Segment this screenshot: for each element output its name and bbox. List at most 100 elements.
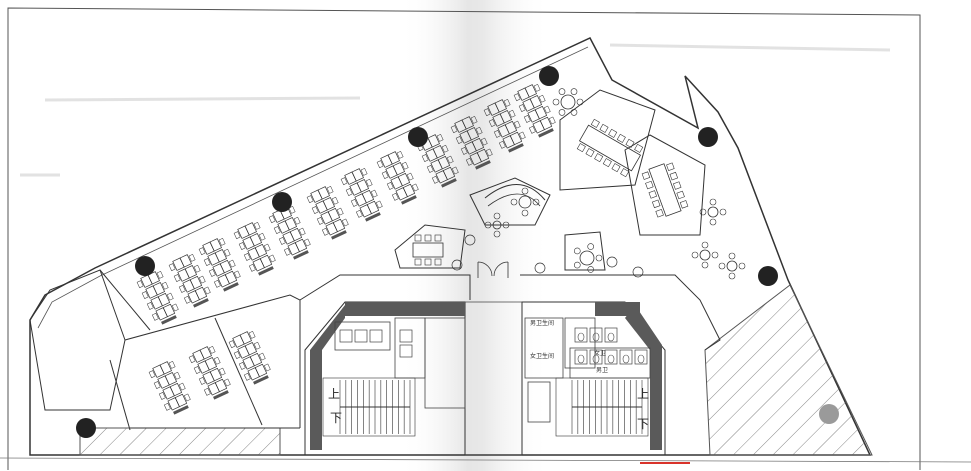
desk-cluster (450, 115, 493, 170)
chair (223, 378, 231, 387)
chair (421, 154, 429, 162)
chair (228, 340, 236, 349)
desk (461, 116, 474, 130)
chair (293, 216, 301, 225)
chair (183, 295, 191, 304)
chair (485, 148, 493, 157)
chair (248, 330, 256, 339)
desk-cluster (168, 253, 211, 308)
desk-cabinet (475, 160, 491, 170)
desk (476, 148, 490, 163)
sheet-bottom-line (0, 457, 971, 463)
chair (558, 88, 566, 95)
core-right (521, 301, 666, 456)
stair-right (555, 377, 649, 437)
office-partitions (99, 269, 721, 431)
chair (595, 254, 603, 262)
glass-entry-arc (484, 184, 546, 201)
desk (204, 357, 218, 371)
chair (634, 143, 644, 153)
chair (424, 258, 432, 266)
stair-up-label-left: 上 (328, 387, 340, 401)
chair (711, 251, 719, 259)
desk-cabinet (253, 375, 269, 385)
toilet-stall (399, 329, 413, 343)
chair (253, 221, 261, 230)
chair (203, 286, 211, 295)
chair (455, 136, 463, 144)
planter (451, 259, 463, 271)
chair (510, 198, 518, 206)
restroom-label: 女卫 (594, 349, 606, 357)
chair (355, 209, 363, 218)
desk (224, 270, 238, 285)
desk (361, 189, 375, 204)
chair (672, 181, 682, 190)
conference-table (412, 234, 444, 266)
chair (552, 98, 560, 106)
chair (233, 351, 241, 359)
planter (632, 266, 644, 278)
desk (529, 95, 543, 109)
desk-cabinet (293, 250, 309, 260)
chair (669, 171, 679, 181)
desk-cabinet (441, 178, 457, 188)
chair (163, 402, 171, 411)
chair (414, 258, 422, 266)
desk (432, 145, 446, 159)
chair (336, 207, 344, 216)
chair (470, 115, 478, 124)
desk (249, 352, 263, 367)
chair (424, 234, 432, 242)
chair (168, 263, 176, 272)
chair (173, 274, 181, 282)
chair (641, 171, 651, 180)
chair (446, 155, 454, 164)
chair (350, 199, 358, 207)
chair (193, 366, 201, 374)
chair (523, 115, 531, 123)
desk (499, 110, 513, 124)
desk (157, 292, 171, 307)
desk-cluster (483, 98, 526, 153)
chair (701, 261, 709, 269)
desk-cluster (268, 205, 311, 260)
desk (194, 286, 208, 301)
desk (327, 207, 341, 222)
chair (166, 292, 174, 301)
desk (317, 186, 330, 200)
desk-cluster (376, 150, 419, 205)
chair (365, 178, 373, 187)
desk (494, 99, 507, 113)
chair (576, 98, 584, 106)
chair (340, 177, 348, 186)
chair (573, 261, 581, 269)
desk (259, 254, 273, 269)
stair-left (322, 377, 416, 437)
chair (218, 237, 226, 246)
sheet-border (7, 7, 921, 470)
chair (198, 247, 206, 256)
conference-table (576, 118, 644, 178)
chair (171, 303, 179, 312)
chair (587, 243, 595, 250)
chair (436, 133, 444, 142)
table-top (412, 242, 444, 258)
chair (375, 200, 383, 209)
toilet-fixture (607, 354, 615, 364)
chair (679, 200, 689, 209)
chair (396, 150, 404, 159)
chair (258, 232, 266, 241)
round-table (560, 94, 576, 110)
round-table (579, 250, 595, 266)
chair (233, 270, 241, 279)
column-dot (408, 127, 428, 147)
toilet-stall (604, 327, 618, 343)
round-table (707, 206, 719, 218)
table-top (578, 124, 642, 172)
column-dot (76, 418, 96, 438)
meeting-rooms (29, 89, 706, 411)
desk-cabinet (331, 230, 347, 240)
chair (475, 126, 483, 135)
chair (243, 253, 251, 261)
